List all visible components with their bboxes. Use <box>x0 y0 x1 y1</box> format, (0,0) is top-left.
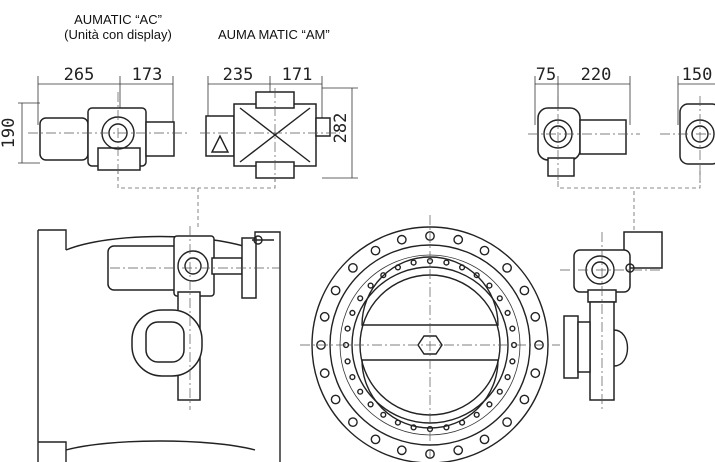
flange-inner-hole <box>357 295 364 302</box>
flange-inner-hole <box>344 358 351 365</box>
flange-inner-hole <box>410 424 417 431</box>
flange-inner-hole <box>349 374 356 381</box>
flange-outer-hole <box>370 245 381 256</box>
flange-outer-hole <box>530 368 541 379</box>
flange-inner-hole <box>349 309 356 317</box>
flange-inner-hole <box>496 295 503 302</box>
flange-outer-hole <box>330 285 341 296</box>
projection-lines <box>117 164 701 230</box>
dim-side-right: 150 <box>682 65 713 85</box>
flange-inner-hole <box>443 259 450 266</box>
flange-inner-hole <box>504 374 511 381</box>
dim-ac-right: 173 <box>132 65 163 85</box>
flange-inner-hole <box>357 388 364 395</box>
flange-outer-hole <box>319 368 330 379</box>
flange-outer-hole <box>479 245 490 256</box>
flange-inner-hole <box>344 325 351 332</box>
flange-outer-hole <box>530 311 541 322</box>
am-title: AUMA MATIC “AM” <box>218 27 330 42</box>
flange-outer-hole <box>396 234 407 245</box>
flange-outer-hole <box>502 417 512 427</box>
flange-outer-hole <box>370 434 381 445</box>
flange-outer-hole <box>519 394 530 405</box>
flange-inner-hole <box>473 272 480 279</box>
flange-outer-hole <box>330 394 341 405</box>
flange-inner-hole <box>380 272 387 279</box>
am-actuator-view: 235 171 282 <box>200 65 358 182</box>
flange-inner-hole <box>473 411 480 418</box>
flange-outer-hole <box>347 262 358 273</box>
dim-am-height: 282 <box>331 113 351 144</box>
ac-subtitle: (Unità con display) <box>64 27 172 42</box>
side-actuator-view: 75 220 150 <box>528 65 715 185</box>
dim-side-mid: 220 <box>581 65 612 85</box>
flange-inner-hole <box>380 411 387 418</box>
valve-side-view <box>37 226 281 462</box>
flange-inner-hole <box>367 282 374 289</box>
ac-actuator-view: 265 173 190 <box>0 65 190 180</box>
dim-ac-left: 265 <box>64 65 95 85</box>
flange-outer-hole <box>347 417 358 427</box>
flange-inner-hole <box>486 401 493 408</box>
flange-outer-hole <box>396 445 407 456</box>
flange-outer-hole <box>502 262 512 273</box>
valve-actuator-right-view <box>560 231 663 410</box>
flange-inner-hole <box>504 309 511 317</box>
flange-inner-hole <box>367 401 374 408</box>
flange-inner-hole <box>496 388 503 395</box>
dim-am-right: 171 <box>282 65 313 85</box>
flange-bolt-holes-outer <box>316 231 544 459</box>
dim-side-left: 75 <box>536 65 556 85</box>
flange-inner-hole <box>509 358 516 365</box>
flange-outer-hole <box>519 285 530 296</box>
flange-outer-hole <box>453 445 464 456</box>
ac-title: AUMATIC “AC” <box>74 12 162 27</box>
flange-outer-hole <box>453 234 464 245</box>
dim-ac-height: 190 <box>0 118 19 149</box>
flange-inner-hole <box>509 325 516 332</box>
flange-inner-hole <box>486 282 493 289</box>
flange-outer-hole <box>479 434 490 445</box>
dim-am-left: 235 <box>223 65 254 85</box>
flange-inner-hole <box>443 424 450 431</box>
flange-outer-hole <box>319 311 330 322</box>
valve-front-view <box>300 215 560 462</box>
flange-inner-hole <box>410 259 417 266</box>
